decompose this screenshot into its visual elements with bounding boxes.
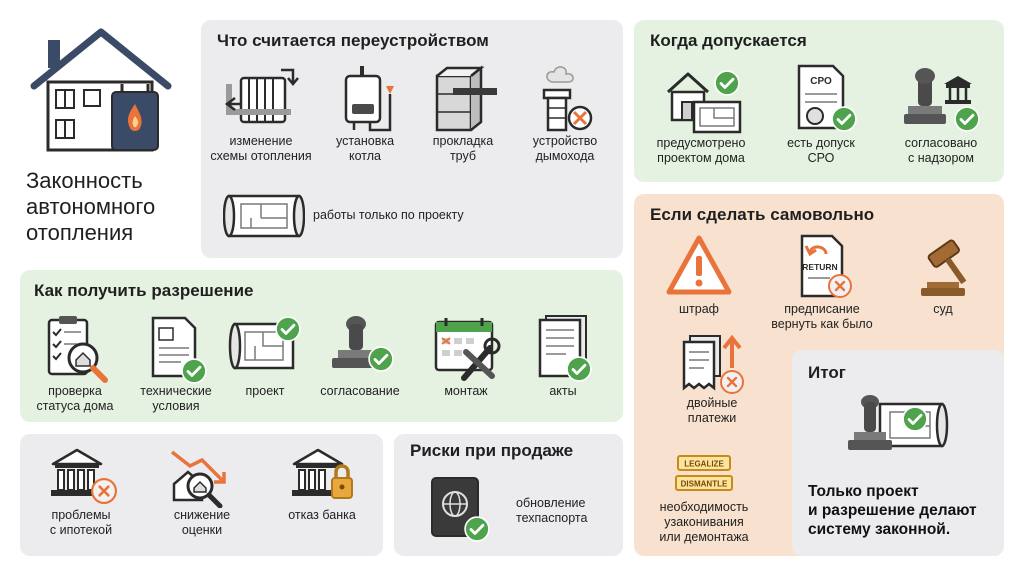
step-item-label: проект [245, 384, 285, 398]
tech-conditions-icon [151, 316, 207, 384]
panel-title: Итог [808, 363, 846, 382]
what-item-label: прокладка труб [432, 134, 494, 163]
bank-cross-icon [51, 448, 117, 504]
summary-text: Только проект и разрешение делают систем… [808, 483, 977, 538]
panel-title: Как получить разрешение [34, 281, 254, 300]
step-item: согласование [308, 312, 412, 399]
stamp-authority-icon [904, 68, 980, 132]
page-title: Законность автономного отопления [26, 168, 156, 245]
blueprint-icon [228, 316, 301, 370]
step-item-label: проверка статуса дома [36, 384, 114, 413]
legalize-badge: LEGALIZE [684, 460, 724, 469]
sro-badge: СРО [810, 76, 832, 87]
step-item: проект [218, 312, 312, 399]
acts-documents-icon [538, 315, 592, 382]
warning-icon [666, 235, 732, 295]
step-item-label: акты [549, 384, 577, 398]
step-item-label: монтаж [444, 384, 488, 398]
consequence-item: двойные платежи [664, 330, 760, 426]
double-payment-icon [682, 334, 744, 394]
consequence-item-label: необходимость узаконивания или демонтажа [659, 500, 749, 544]
panel-how-to-get: Как получить разрешение проверка статуса… [20, 270, 623, 422]
allowed-item: предусмотрено проектом дома [640, 62, 762, 166]
what-item: устройство дымохода [513, 64, 617, 164]
boiler-icon [344, 66, 394, 132]
panel-what-counts: Что считается переустройством изменение … [201, 20, 623, 258]
allowed-item-label: согласовано с надзором [904, 136, 978, 165]
allowed-item: СРО есть допуск СРО [762, 62, 880, 166]
panel-summary: Итог Только проект и разрешение делают с… [792, 350, 1004, 556]
consequence-item-label: двойные платежи [686, 396, 738, 425]
risk-item: отказ банка [270, 444, 374, 523]
panel-title: Когда допускается [650, 31, 807, 50]
return-order-icon: RETURN [800, 234, 852, 298]
what-item: установка котла [313, 64, 417, 164]
panel-when-allowed: Когда допускается предусмотрено проектом… [634, 20, 1004, 182]
panel-title: Что считается переустройством [217, 31, 489, 50]
what-item: прокладка труб [413, 64, 513, 164]
blueprint-icon [223, 194, 305, 238]
panel-title: Риски при продаже [410, 441, 574, 460]
panel-title: Если сделать самовольно [650, 205, 875, 224]
risk-item: проблемы с ипотекой [30, 444, 132, 538]
bank-lock-icon [292, 448, 353, 499]
panel-bank-risks: проблемы с ипотекой снижение оценки отка… [20, 434, 383, 556]
sale-item-label: обновление техпаспорта [516, 496, 588, 525]
dismantle-badge: DISMANTLE [681, 480, 728, 489]
risk-item-label: проблемы с ипотекой [49, 508, 113, 537]
what-item-label: устройство дымохода [532, 134, 598, 163]
house-plan-icon [666, 70, 742, 134]
step-item: технические условия [126, 312, 226, 414]
allowed-item-label: есть допуск СРО [787, 136, 855, 165]
what-item: изменение схемы отопления [205, 64, 317, 164]
allowed-item-label: предусмотрено проектом дома [656, 136, 746, 165]
house-boiler-icon [30, 28, 172, 152]
step-item: монтаж [416, 312, 516, 399]
what-note: работы только по проекту [313, 208, 464, 222]
step-item-label: технические условия [140, 384, 212, 413]
header-block: Законность автономного отопления [20, 18, 190, 258]
consequence-item: LEGALIZE DISMANTLE необходимость узакони… [644, 452, 764, 545]
stamp-approval-icon [848, 395, 949, 450]
chimney-icon [542, 66, 593, 132]
calendar-tools-icon [434, 318, 501, 381]
risk-item-label: отказ банка [288, 508, 356, 522]
sro-certificate-icon: СРО [797, 64, 857, 132]
risk-item: снижение оценки [152, 444, 252, 538]
allowed-item: согласовано с надзором [882, 62, 1000, 166]
consequence-item-label: предписание вернуть как было [771, 302, 873, 331]
checklist-magnifier-icon [47, 316, 108, 383]
step-item: проверка статуса дома [22, 312, 128, 414]
step-item-label: согласование [320, 384, 400, 398]
panel-sale-risks: Риски при продаже обновление техпаспорта [394, 434, 623, 556]
consequence-item-label: суд [933, 302, 953, 316]
what-item-label: установка котла [335, 134, 395, 163]
gavel-icon [921, 239, 967, 296]
value-decline-icon [170, 450, 226, 508]
wall-pipe-icon [435, 65, 497, 132]
passport-icon [431, 477, 490, 542]
consequence-item: RETURN предписание вернуть как было [752, 232, 892, 332]
return-badge: RETURN [802, 262, 837, 272]
consequence-item-label: штраф [679, 302, 719, 316]
consequence-item: суд [896, 232, 990, 317]
consequence-item: штраф [654, 232, 744, 317]
legalize-dismantle-icon: LEGALIZE DISMANTLE [675, 455, 733, 491]
what-item-label: изменение схемы отопления [210, 134, 312, 163]
step-item: акты [516, 312, 610, 399]
radiator-scheme-icon [224, 68, 299, 124]
risk-item-label: снижение оценки [173, 508, 231, 537]
stamp-icon [332, 316, 394, 372]
